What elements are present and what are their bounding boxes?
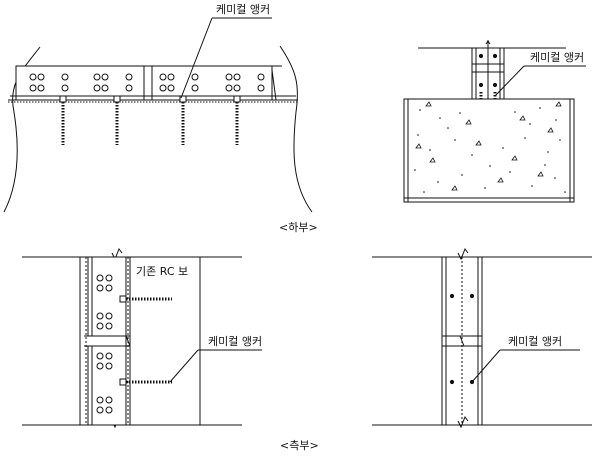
caption-bottom: <하부> xyxy=(279,221,318,234)
bottom-column-detail xyxy=(403,40,586,203)
concrete-aggregate xyxy=(414,107,566,193)
label-side-left-anchor: 케미컬 앵커 xyxy=(208,335,263,348)
leader-line xyxy=(494,65,525,97)
beam-break-line-right xyxy=(279,45,313,213)
bottom-beam-detail xyxy=(3,17,313,213)
caption-side: <측부> xyxy=(280,439,319,452)
bolt-group xyxy=(96,274,113,414)
plate-gap xyxy=(143,65,153,101)
steel-plate-left xyxy=(15,65,145,101)
leader-line xyxy=(169,349,199,383)
label-side-right-anchor: 케미컬 앵커 xyxy=(508,335,563,348)
steel-plate-right xyxy=(151,65,273,101)
side-right-detail xyxy=(372,247,592,429)
leader-line xyxy=(471,349,501,383)
concrete-foundation xyxy=(403,98,575,203)
bolt-group xyxy=(29,73,265,92)
label-bottom-beam-anchor: 케미컬 앵커 xyxy=(216,3,271,16)
concrete-aggregate-triangles xyxy=(415,101,562,191)
label-existing-rc-beam: 기존 RC 보 xyxy=(136,265,189,278)
side-left-detail xyxy=(22,247,262,429)
label-bottom-column-anchor: 케미컬 앵커 xyxy=(530,51,585,64)
leader-line xyxy=(180,17,213,99)
chemical-anchor-rods xyxy=(59,95,241,145)
